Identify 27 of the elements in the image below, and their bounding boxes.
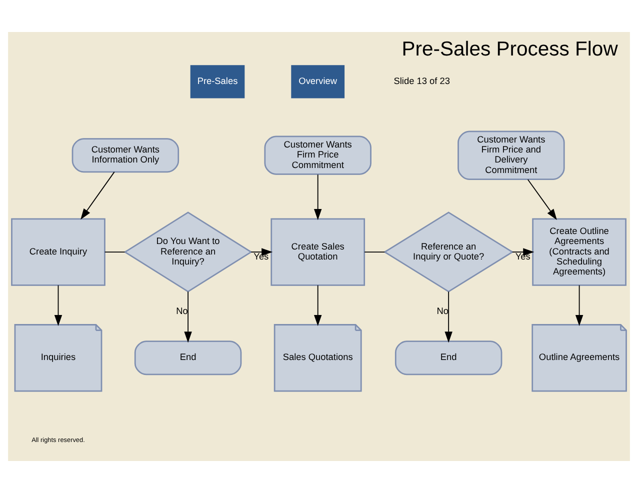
- arrow: [80, 171, 115, 220]
- diagram-title: Pre-Sales Process Flow: [402, 38, 618, 61]
- arrow: [314, 284, 322, 326]
- edge-label: No: [176, 306, 188, 316]
- edge-label: Yes: [254, 251, 269, 262]
- arrow: [575, 284, 584, 326]
- node-box: End: [394, 340, 502, 376]
- arrow: [184, 291, 192, 343]
- edge-label: Yes: [515, 251, 530, 262]
- arrow: [314, 174, 322, 220]
- node-box: Customer Wants Information Only: [72, 138, 180, 173]
- arrow: [250, 248, 273, 256]
- arrow: [527, 179, 557, 220]
- label: Slide 13 of 23: [394, 76, 450, 86]
- node-diamond: Do You Want to Reference an Inquiry?: [124, 212, 252, 292]
- arrow: [512, 248, 534, 256]
- node-box: End: [134, 340, 242, 376]
- node-box: Customer Wants Firm Price Commitment: [264, 136, 372, 175]
- label: Pre-Sales: [197, 76, 238, 86]
- node-diamond: Reference an Inquiry or Quote?: [383, 212, 514, 292]
- arrow: [444, 291, 452, 343]
- label: Overview: [298, 76, 337, 86]
- node-box: Create Outline Agreements (Contracts and Scheduling Agreements): [532, 218, 626, 286]
- node-box: Create Sales Quotation: [270, 218, 366, 286]
- arrow: [54, 284, 62, 326]
- node-box: Customer Wants Firm Price and Delivery Commitment: [458, 130, 565, 180]
- node-box: Create Inquiry: [11, 218, 106, 286]
